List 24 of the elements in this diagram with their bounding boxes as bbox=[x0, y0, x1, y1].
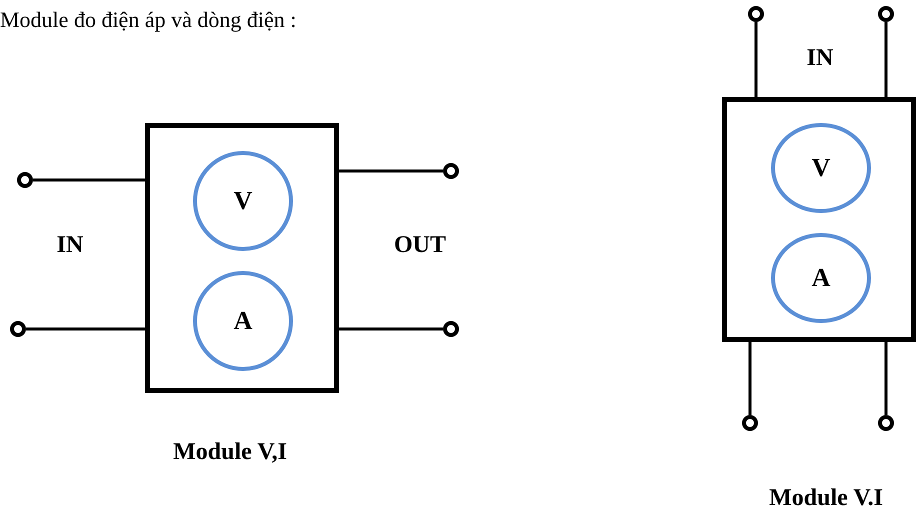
meter-letter: A bbox=[812, 265, 830, 291]
module-caption: Module V,I bbox=[172, 438, 288, 467]
wire bbox=[884, 22, 888, 97]
port-label: IN bbox=[56, 231, 84, 260]
wire bbox=[339, 328, 443, 330]
wire bbox=[884, 342, 888, 415]
module-box bbox=[722, 97, 916, 342]
wire bbox=[339, 170, 443, 172]
port-label: OUT bbox=[392, 231, 447, 260]
meter-letter: V bbox=[812, 155, 830, 181]
meter-circle bbox=[771, 233, 871, 323]
module-box bbox=[145, 123, 339, 393]
meter-circle bbox=[193, 151, 293, 251]
wire bbox=[33, 178, 145, 182]
port-label: IN bbox=[806, 44, 834, 73]
meter-circle bbox=[771, 123, 871, 213]
meter-letter: V bbox=[234, 188, 252, 214]
wire bbox=[26, 328, 145, 330]
meter-circle bbox=[193, 271, 293, 371]
wire bbox=[748, 342, 752, 415]
title: Module đo điện áp và dòng điện : bbox=[0, 6, 296, 34]
meter-letter: A bbox=[234, 308, 252, 334]
wire bbox=[754, 22, 758, 97]
module-caption: Module V.I bbox=[768, 484, 884, 513]
